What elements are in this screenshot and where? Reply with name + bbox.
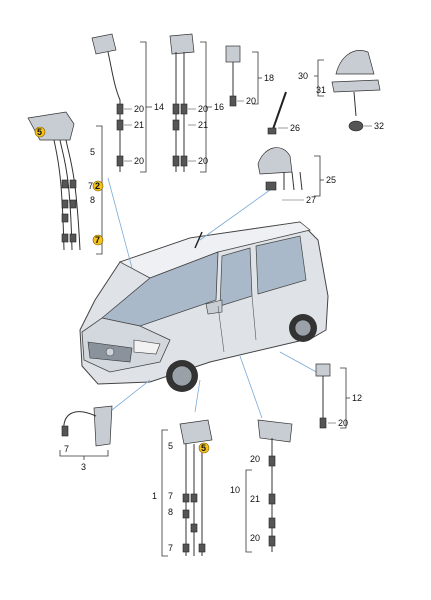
- label-31: 31: [316, 85, 326, 95]
- part-group-antenna-base: [257, 147, 324, 201]
- label-20: 20: [338, 418, 348, 428]
- part-group-harness-left: [27, 111, 104, 255]
- label-21: 21: [198, 120, 208, 130]
- label-2-highlight: 2: [95, 181, 100, 191]
- part-group-module-18: [225, 45, 262, 107]
- label-5: 5: [168, 441, 173, 451]
- label-16: 16: [214, 102, 224, 112]
- part-group-antenna-fin: [314, 50, 381, 132]
- label-5-highlight: 5: [201, 443, 206, 453]
- label-7: 7: [168, 543, 173, 553]
- label-32: 32: [374, 121, 384, 131]
- label-8: 8: [168, 507, 173, 517]
- label-7: 7: [64, 444, 69, 454]
- label-30: 30: [298, 71, 308, 81]
- label-21: 21: [250, 494, 260, 504]
- label-7: 7: [168, 491, 173, 501]
- label-20: 20: [198, 156, 208, 166]
- label-10: 10: [230, 485, 240, 495]
- part-group-mirror-lower-left: [59, 405, 113, 460]
- label-5-highlight: 5: [37, 127, 42, 137]
- label-5: 5: [90, 147, 95, 157]
- part-group-mirror-right: [169, 33, 212, 173]
- label-8: 8: [90, 195, 95, 205]
- part-group-harness-12: [315, 363, 350, 429]
- part-group-mirror-left: [91, 33, 152, 173]
- label-27: 27: [306, 195, 316, 205]
- label-26: 26: [290, 123, 300, 133]
- part-group-antenna-rod: [267, 91, 288, 135]
- label-14: 14: [154, 102, 164, 112]
- vehicle-illustration: [79, 221, 329, 392]
- label-7-highlight: 7: [95, 235, 100, 245]
- label-1: 1: [152, 491, 157, 501]
- label-25: 25: [326, 175, 336, 185]
- callout-labels: 14 20 21 20 16 20 21 20 18 20 26 25 27 3…: [37, 71, 384, 553]
- label-20: 20: [250, 454, 260, 464]
- label-7: 7: [88, 181, 93, 191]
- label-20: 20: [134, 156, 144, 166]
- label-3: 3: [81, 462, 86, 472]
- label-21: 21: [134, 120, 144, 130]
- label-20: 20: [134, 104, 144, 114]
- part-group-harness-lower: [161, 419, 213, 557]
- label-20: 20: [198, 104, 208, 114]
- label-12: 12: [352, 393, 362, 403]
- part-group-harness-10: [245, 419, 293, 553]
- leader-lines: [107, 177, 321, 419]
- label-20: 20: [246, 96, 256, 106]
- label-18: 18: [264, 73, 274, 83]
- label-20: 20: [250, 533, 260, 543]
